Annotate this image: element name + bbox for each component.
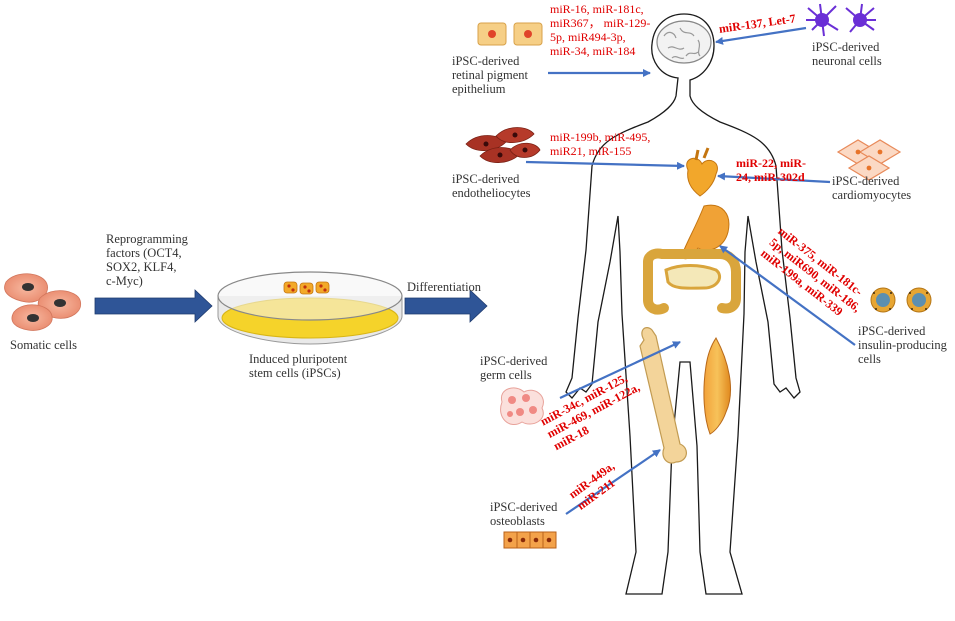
cardio-mirna-list: miR-22, miR- 24, miR-302d: [736, 156, 806, 184]
intestine-icon: [643, 248, 741, 315]
rpe-cells-icon: [477, 22, 543, 46]
cardio-label: iPSC-derived cardiomyocytes: [832, 174, 912, 202]
brain-icon: [656, 20, 712, 64]
somatic-cells-icon: [4, 273, 82, 331]
neuronal-arrow: [715, 26, 807, 45]
osteo-arrow: [565, 449, 661, 515]
germ-cells-icon: [500, 387, 544, 425]
cardiomyocyte-cells-icon: [836, 139, 902, 181]
muscle-icon: [703, 337, 732, 435]
ipsc-label: Induced pluripotent stem cells (iPSCs): [249, 352, 348, 380]
petri-dish-icon: [217, 271, 403, 345]
germ-label: iPSC-derived germ cells: [480, 354, 548, 382]
osteo-label: iPSC-derived osteoblasts: [490, 500, 558, 528]
endothelio-mirna-list: miR-199b, miR-495, miR21, miR-155: [550, 130, 651, 158]
endotheliocyte-cells-icon: [465, 127, 541, 163]
human-body-outline: [565, 13, 801, 595]
ipsc-colonies: [283, 281, 330, 295]
reprogramming-label: Reprogramming factors (OCT4, SOX2, KLF4,…: [106, 232, 188, 288]
differentiation-label: Differentiation: [407, 280, 482, 294]
osteoblast-cells-icon: [503, 531, 557, 549]
insulin-cells-icon: [870, 287, 932, 313]
bone-icon: [639, 327, 687, 464]
insulin-arrow: [719, 245, 856, 346]
cardio-arrow: [717, 172, 831, 184]
rpe-mirna-list: miR-16, miR-181c, miR367， miR-129- 5p, m…: [550, 2, 651, 58]
endothelio-label: iPSC-derived endotheliocytes: [452, 172, 531, 200]
insulin-label: iPSC-derived insulin-producing cells: [858, 324, 947, 366]
stomach-icon: [682, 204, 730, 260]
germ-arrow: [559, 341, 681, 399]
endothelio-arrow: [525, 160, 685, 170]
heart-icon: [686, 147, 718, 197]
neuron-cells-icon: [806, 3, 876, 37]
rpe-label: iPSC-derived retinal pigment epithelium: [452, 54, 529, 96]
neuronal-label: iPSC-derived neuronal cells: [812, 40, 882, 68]
reprogramming-arrow: [94, 289, 213, 323]
differentiation-arrow: [404, 289, 488, 323]
somatic-cells-label: Somatic cells: [10, 338, 77, 352]
